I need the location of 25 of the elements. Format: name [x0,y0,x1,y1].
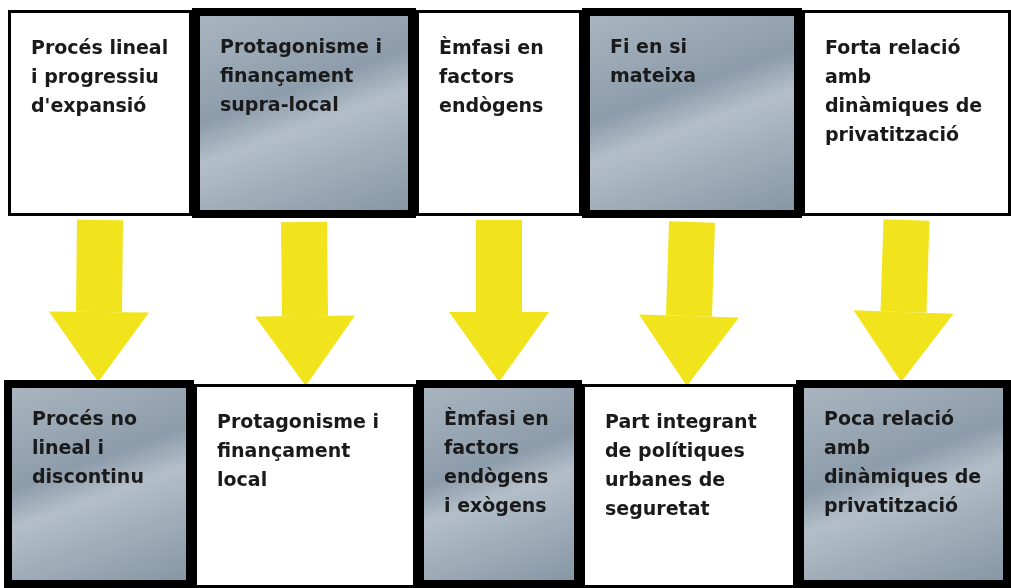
textured-box [582,8,802,218]
block-arrow [255,221,355,386]
text-box [416,10,582,216]
block-arrow [49,219,149,382]
box-text: Protagonisme i finançament supra-local [220,34,384,117]
box-text: Part integrant de polítiques urbanes de seguretat [605,409,758,521]
box-text: Èmfasi en factors endògens i exògens [444,406,550,518]
box-text: Procés no lineal i discontinu [32,406,145,489]
box-text: Fi en si mateixa [610,34,698,88]
box-text: Procés lineal i progressiu d'expansió [31,35,169,118]
text-box [194,384,416,588]
text-box [8,10,192,216]
block-arrow [639,221,739,386]
box-text: Èmfasi en factors endògens [439,35,545,118]
text-box [802,10,1011,216]
textured-box [192,8,416,218]
textured-box [4,380,194,588]
text-box [582,384,796,588]
textured-box [796,380,1011,588]
block-arrow [853,219,954,382]
box-text: Protagonisme i finançament local [217,409,381,492]
block-arrow [449,220,549,382]
box-text: Forta relació amb dinàmiques de privatització [825,35,984,147]
box-text: Poca relació amb dinàmiques de privatització [824,406,983,518]
textured-box [416,380,582,588]
